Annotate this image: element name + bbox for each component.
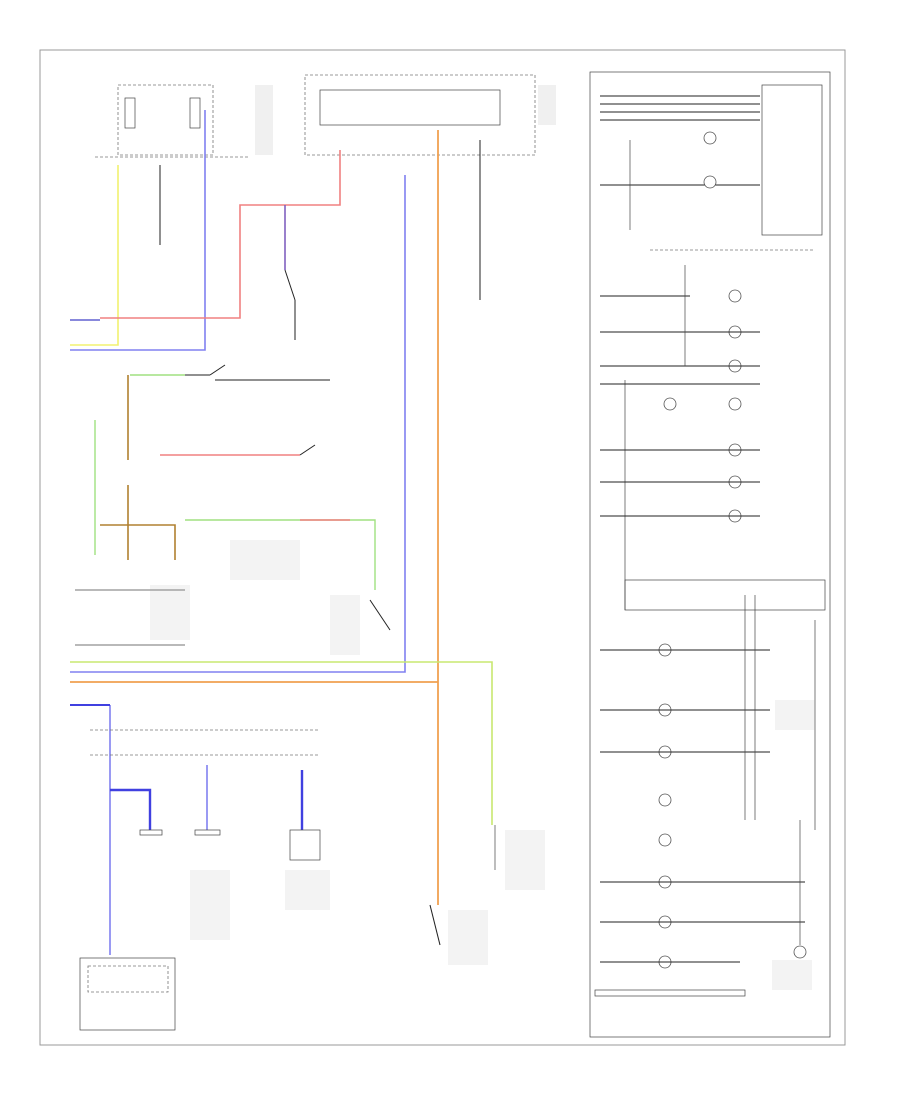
yellow-wire	[70, 165, 119, 346]
dark-blue-wire-1	[110, 788, 152, 830]
control-module-inner	[87, 965, 169, 993]
indicator-bulb	[728, 397, 742, 411]
fuse-block-top-left	[95, 84, 250, 158]
sensor-box	[289, 829, 321, 861]
indicator-bulb	[793, 945, 807, 959]
page-frame	[39, 49, 846, 1046]
sensor-box	[139, 829, 163, 836]
sensor-box	[194, 829, 221, 836]
indicator-bulb	[658, 833, 672, 847]
green-wire-mid	[185, 519, 376, 590]
blue-wire-left	[70, 110, 206, 351]
module-box-top-center	[304, 74, 536, 156]
blue-wire-right	[70, 175, 406, 673]
brown-wire-3	[100, 524, 176, 560]
black-circuits	[75, 140, 496, 946]
indicator-bulb	[703, 131, 717, 145]
indicator-bulb	[658, 793, 672, 807]
control-module-box	[79, 957, 176, 1031]
indicator-bulb	[703, 175, 717, 189]
instrument-panel-right	[589, 71, 831, 1038]
indicator-bulb	[728, 289, 742, 303]
yellow-green-wire	[70, 661, 493, 825]
illegible-labels	[150, 85, 815, 990]
red-wire-top	[100, 150, 341, 319]
indicator-bulb	[663, 397, 677, 411]
